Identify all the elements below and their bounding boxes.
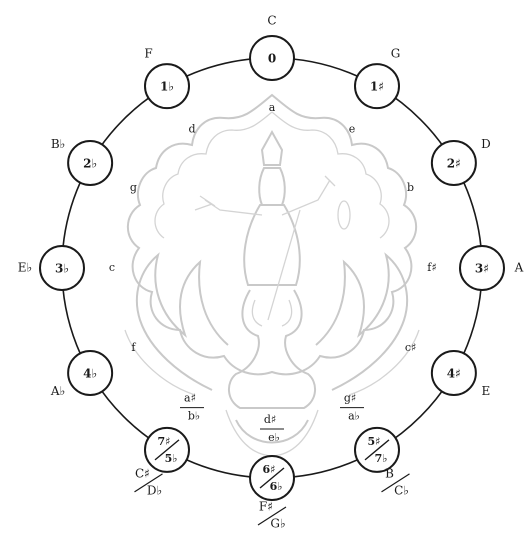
minor-key-label: a — [269, 101, 276, 114]
minor-key-alt-label: e♭ — [268, 431, 280, 444]
major-key-label: F♯ — [259, 500, 273, 514]
key-node-circle — [39, 245, 85, 291]
key-node-8: 4♭ — [67, 350, 114, 396]
minor-key-label: e — [349, 122, 356, 135]
accidental-count-label: 1♭ — [160, 80, 174, 94]
major-key-alt-label: C♭ — [394, 483, 409, 497]
major-key-alt-label: G♭ — [270, 517, 285, 531]
accidental-count-label: 1♯ — [370, 80, 384, 94]
major-key-label: A♭ — [50, 384, 65, 398]
accidental-count-label: 3♯ — [475, 262, 489, 276]
major-key-label: G — [391, 47, 401, 61]
major-key-divider — [381, 473, 410, 493]
key-node-circle — [67, 140, 114, 186]
key-node-circle — [459, 245, 505, 291]
key-node-circle — [354, 63, 400, 110]
major-key-label: E — [482, 384, 491, 398]
minor-key-label: f♯ — [427, 261, 436, 274]
key-node-10: 2♭ — [67, 140, 114, 186]
sharp-count-label: 5♯ — [368, 435, 381, 448]
minor-key-label: g♯ — [344, 392, 356, 405]
minor-key-pair-6: d♯ e♭ — [260, 413, 284, 444]
major-key-label: F — [144, 47, 152, 61]
sharp-count-label: 7♯ — [158, 435, 171, 448]
major-key-label: C — [267, 14, 276, 28]
minor-key-alt-label: b♭ — [188, 410, 200, 423]
major-key-pair-6: F♯ G♭ — [257, 500, 287, 531]
key-node-7: 7♯5♭ — [144, 426, 190, 473]
minor-key-pair-5: g♯ a♭ — [340, 392, 364, 423]
major-key-divider — [257, 506, 287, 526]
accidental-count-label: 2♯ — [447, 157, 461, 171]
minor-key-pair-7: a♯ b♭ — [180, 392, 204, 423]
minor-key-label: c♯ — [405, 341, 416, 354]
watermark-emblem — [124, 93, 420, 457]
key-node-circle — [249, 35, 295, 81]
key-node-6: 6♯6♭ — [249, 455, 295, 501]
accidental-count-label: 3♭ — [55, 262, 69, 276]
accidental-count-label: 4♯ — [447, 367, 461, 381]
major-key-label: B — [385, 466, 394, 480]
key-node-3: 3♯ — [459, 245, 505, 291]
flat-count-label: 5♭ — [165, 452, 178, 465]
major-key-divider — [134, 473, 163, 493]
minor-key-label: g — [130, 181, 137, 194]
major-key-label: C♯ — [135, 466, 150, 480]
major-key-label: D — [481, 137, 491, 151]
minor-key-label: d♯ — [264, 413, 276, 426]
key-node-circle — [67, 350, 114, 396]
key-node-5: 5♯7♭ — [354, 426, 400, 473]
minor-key-label: b — [407, 181, 414, 194]
key-node-circle — [430, 140, 477, 186]
key-node-2: 2♯ — [430, 140, 477, 186]
accidental-count-label: 4♭ — [83, 367, 97, 381]
sharp-count-label: 6♯ — [263, 463, 276, 476]
key-node-9: 3♭ — [39, 245, 85, 291]
minor-key-label: a♯ — [184, 392, 196, 405]
major-key-pair-7: C♯ D♭ — [134, 466, 163, 497]
major-key-label: E♭ — [18, 261, 32, 275]
major-key-label: A — [514, 261, 524, 275]
flat-count-label: 6♭ — [270, 480, 283, 493]
node-divider — [364, 439, 390, 461]
accidental-count-label: 2♭ — [83, 157, 97, 171]
major-key-alt-label: D♭ — [147, 483, 162, 497]
key-node-0: 0 — [249, 35, 295, 81]
minor-key-label: d — [188, 122, 195, 135]
key-node-circle — [144, 63, 190, 110]
major-key-pair-5: BC♭ — [381, 466, 410, 497]
node-divider — [154, 439, 180, 461]
minor-key-alt-label: a♭ — [348, 410, 360, 423]
major-key-label: B♭ — [51, 137, 65, 151]
accidental-count-label: 0 — [268, 52, 276, 66]
key-node-11: 1♭ — [144, 63, 190, 110]
flat-count-label: 7♭ — [375, 452, 388, 465]
minor-key-label: f — [131, 341, 136, 354]
key-node-4: 4♯ — [430, 350, 477, 396]
key-node-1: 1♯ — [354, 63, 400, 110]
node-divider — [259, 467, 285, 489]
key-node-circle — [430, 350, 477, 396]
minor-key-label: c — [109, 261, 115, 274]
